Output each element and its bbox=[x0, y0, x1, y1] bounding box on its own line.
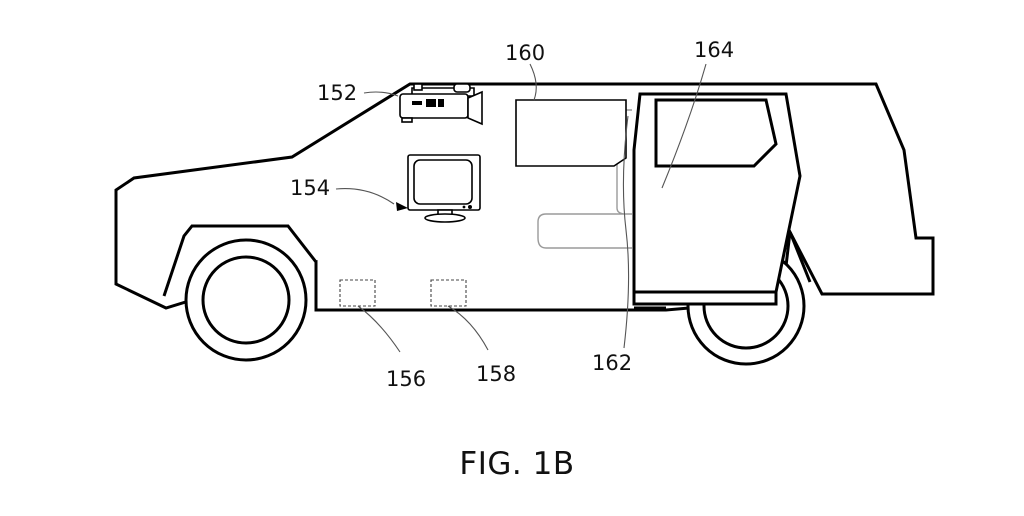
ref-160: 160 bbox=[505, 41, 545, 65]
arrowhead-154 bbox=[396, 202, 408, 211]
leader-160 bbox=[529, 63, 537, 101]
door-164 bbox=[632, 92, 802, 310]
leader-162 bbox=[622, 115, 630, 349]
leader-156 bbox=[357, 305, 401, 353]
camera-icon bbox=[399, 83, 483, 126]
ref-156: 156 bbox=[386, 367, 426, 391]
leader-152 bbox=[363, 91, 399, 97]
leader-154 bbox=[335, 188, 395, 205]
ref-158: 158 bbox=[476, 362, 516, 386]
rear-wheel-arch bbox=[788, 231, 812, 283]
figure-caption: FIG. 1B bbox=[459, 446, 574, 482]
ref-164: 164 bbox=[694, 38, 734, 62]
panel-160 bbox=[515, 99, 627, 167]
ref-154: 154 bbox=[290, 176, 330, 200]
ref-152: 152 bbox=[317, 81, 357, 105]
display-icon bbox=[407, 154, 481, 223]
front-wheel bbox=[184, 238, 308, 362]
leader-164 bbox=[661, 63, 707, 189]
sensor-156 bbox=[339, 279, 376, 307]
ref-162: 162 bbox=[592, 351, 632, 375]
sensor-158 bbox=[430, 279, 467, 307]
leader-158 bbox=[447, 305, 489, 351]
